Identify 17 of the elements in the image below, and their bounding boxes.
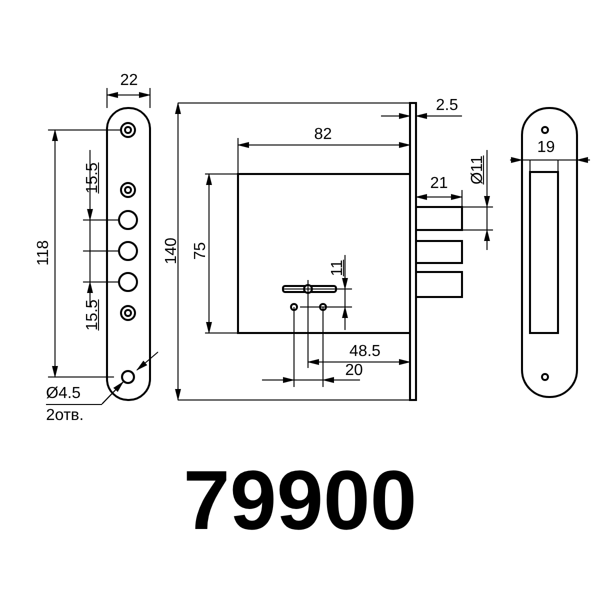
dimension-label: 20	[345, 363, 363, 379]
dimension-label: 21	[430, 176, 448, 192]
dimension-label: 11	[330, 260, 346, 276]
dimension-label: 140	[164, 238, 180, 264]
dimension-label: 82	[314, 127, 332, 143]
dimension-label: 48.5	[349, 344, 381, 360]
dimension-label: 118	[36, 240, 52, 266]
dimension-label: 19	[537, 140, 555, 156]
dimension-label: 22	[120, 73, 138, 89]
dimension-label: Ø11	[470, 155, 486, 185]
dimension-label: 2.5	[436, 98, 458, 114]
dimension-label: 15.5	[85, 299, 101, 331]
model-number: 79900	[183, 458, 417, 542]
callout-text: 2отв.	[46, 407, 85, 424]
callout-text: Ø4.5	[46, 385, 102, 405]
mounting-hole	[121, 370, 135, 384]
dimension-label: 75	[193, 242, 209, 260]
